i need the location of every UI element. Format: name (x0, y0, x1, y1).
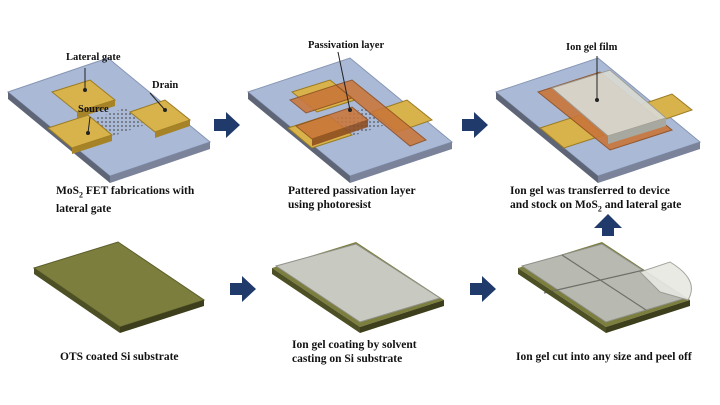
caption-p6-line1: Ion gel cut into any size and peel off (516, 351, 692, 363)
caption-p5: Ion gel coating by solvent casting on Si… (292, 338, 417, 366)
drain-pad (128, 99, 192, 138)
panel-5-ion-gel-coated-substrate (272, 242, 444, 333)
caption-p3-line1: Ion gel was transferred to device (510, 185, 670, 197)
caption-p4: OTS coated Si substrate (60, 350, 179, 364)
source-label: Source (78, 104, 109, 115)
panel-4-ots-substrate (32, 241, 206, 333)
panel-6-cut-and-peel (518, 242, 692, 333)
caption-p2-line2: using photoresist (288, 199, 372, 211)
caption-p1: MoS2 FET fabrications with lateral gate (56, 184, 194, 216)
arrow-right-icon (470, 276, 496, 302)
panel-1-fet-device (6, 57, 212, 183)
caption-p2-line1: Pattered passivation layer (288, 185, 416, 197)
arrow-right-icon (214, 112, 240, 138)
lateral-gate-pad (50, 79, 117, 118)
panel-2-passivation (246, 51, 454, 183)
caption-p2: Pattered passivation layer using photore… (288, 184, 416, 212)
caption-p5-line2: casting on Si substrate (292, 353, 403, 365)
lateral-gate-label: Lateral gate (66, 52, 121, 63)
passivation-layer-label: Passivation layer (308, 40, 385, 51)
arrow-right-icon (230, 276, 256, 302)
caption-p1-line2: lateral gate (56, 203, 112, 216)
caption-p4-line1: OTS coated Si substrate (60, 351, 179, 363)
ion-gel-film-label: Ion gel film (566, 42, 618, 53)
caption-p3-line2: and stock on MoS2 and lateral gate (510, 199, 682, 214)
caption-p6: Ion gel cut into any size and peel off (516, 350, 692, 364)
arrow-right-icon (462, 112, 488, 138)
arrow-up-icon (594, 214, 622, 236)
peeled-gel-piece (639, 261, 692, 301)
caption-p1-line1: MoS2 FET fabrications with (56, 185, 195, 200)
passivation-layer (288, 79, 427, 147)
caption-p5-line1: Ion gel coating by solvent (292, 339, 417, 351)
caption-p3: Ion gel was transferred to device and st… (510, 184, 681, 216)
drain-label: Drain (152, 80, 179, 91)
source-pad (46, 114, 114, 154)
panel-3-ion-gel-device (494, 56, 702, 183)
ion-gel-film (550, 69, 668, 144)
